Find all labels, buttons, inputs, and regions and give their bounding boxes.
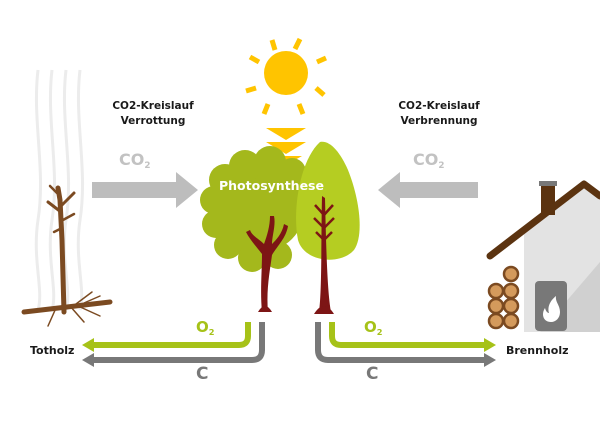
stove-fire-icon [535, 281, 567, 331]
sun-icon [245, 37, 328, 115]
right-return-arrows [315, 322, 496, 367]
dead-tree-icon [21, 184, 113, 327]
left-return-arrows [82, 322, 265, 367]
left-o2-label: O2 [196, 318, 215, 337]
deadwood-label: Totholz [30, 344, 75, 357]
right-carbon-label: C [366, 364, 379, 384]
o2-arrow-left [90, 322, 251, 348]
firewood-stack-icon [487, 265, 520, 330]
deciduous-tree-icon [200, 146, 306, 312]
left-carbon-label: C [196, 364, 209, 384]
c-arrow-left [90, 322, 265, 363]
conifer-tree-icon [296, 141, 360, 314]
right-co2-label: CO2 [413, 150, 445, 172]
left-co2-label: CO2 [119, 150, 151, 172]
right-cycle-title-line1: CO2-Kreislauf [398, 100, 480, 112]
right-cycle-title: CO2-Kreislauf Verbrennung [374, 99, 504, 129]
left-cycle-title-line2: Verrottung [120, 115, 186, 127]
o2-arrow-right [329, 322, 488, 348]
c-arrow-right [315, 322, 488, 363]
firewood-label: Brennholz [506, 344, 569, 357]
right-cycle-title-line2: Verbrennung [400, 115, 478, 127]
co2-arrow-right [378, 172, 478, 208]
photosynthesis-label: Photosynthese [219, 178, 324, 193]
right-o2-label: O2 [364, 318, 383, 337]
left-cycle-title: CO2-Kreislauf Verrottung [88, 99, 218, 129]
left-cycle-title-line1: CO2-Kreislauf [112, 100, 194, 112]
house-icon [486, 180, 600, 332]
decay-lines [34, 69, 85, 311]
co2-arrow-left [92, 172, 198, 208]
